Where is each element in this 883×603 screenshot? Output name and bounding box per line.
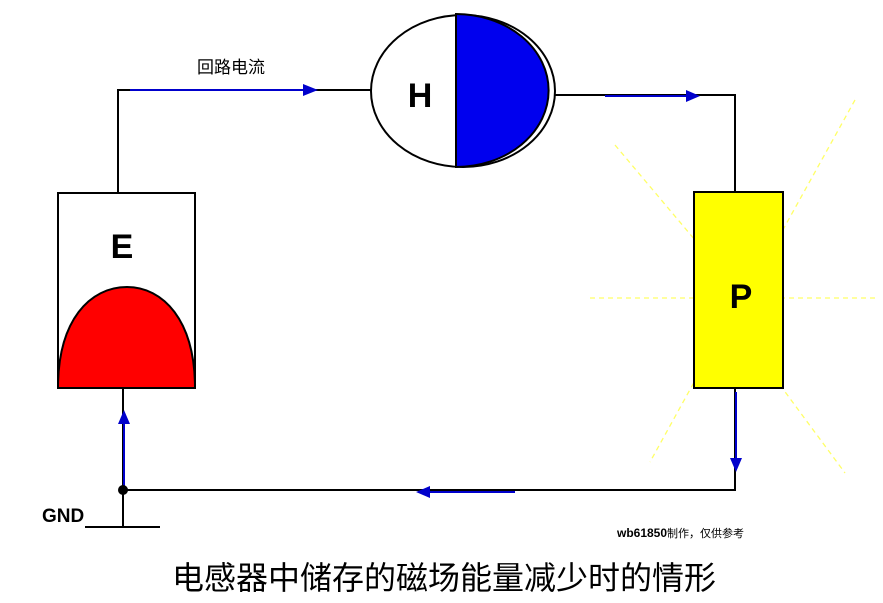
flow-arrow-head: [303, 84, 318, 96]
flow-arrow-head: [118, 410, 130, 424]
energy-source-e: E: [56, 192, 197, 389]
current-flow-arrows: [118, 84, 742, 498]
credit-note: wb61850制作，仅供参考: [616, 526, 744, 540]
credit-id: wb61850: [616, 526, 667, 540]
load-label: P: [730, 278, 753, 316]
diagram-caption: 电感器中储存的磁场能量减少时的情形: [172, 559, 716, 597]
load-p: P: [693, 191, 784, 389]
inductor-label: H: [408, 77, 433, 115]
flow-arrow-head: [416, 486, 430, 498]
ground-label: GND: [42, 506, 84, 527]
flow-arrow-head: [730, 458, 742, 472]
inductor-h: H: [370, 12, 556, 169]
credit-text: 制作，仅供参考: [667, 526, 744, 540]
magnetic-energy-fill: [455, 12, 550, 169]
load-glow-rays: [590, 99, 878, 474]
energy-source-label: E: [111, 228, 134, 266]
flow-arrow-head: [686, 90, 700, 102]
energy-level-fill: [56, 285, 197, 389]
ground-junction-dot: [118, 485, 128, 495]
current-flow-label: 回路电流: [197, 58, 265, 78]
